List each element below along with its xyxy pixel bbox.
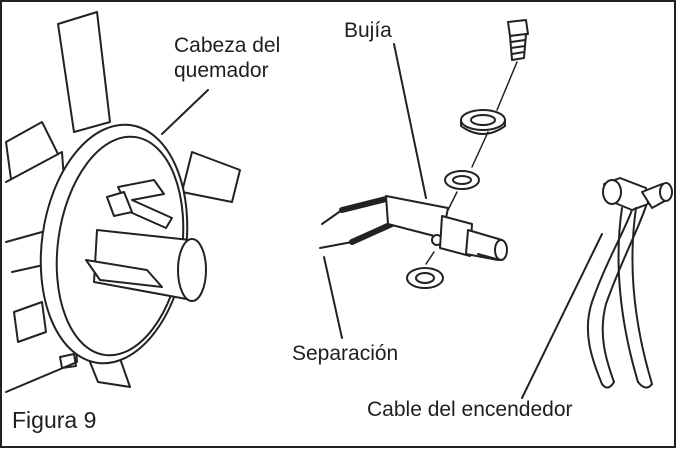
spark-plug-illustration (319, 19, 529, 339)
gap-label: Separación (292, 342, 399, 365)
leader-burner-head (161, 89, 209, 135)
burner-head-label-line2: quemador (174, 59, 269, 82)
burner-head-illustration (5, 11, 241, 393)
igniter-cable-illustration (521, 177, 673, 399)
leader-igniter-cable (521, 233, 603, 399)
burner-head-label-line1: Cabeza del (174, 34, 281, 57)
burner-head-label: Cabeza del quemador (174, 33, 314, 83)
igniter-cable-label: Cable del encendedor (367, 398, 573, 421)
leader-spark-plug (393, 43, 427, 199)
spark-plug-label: Bujía (344, 19, 392, 42)
figure-caption: Figura 9 (12, 407, 97, 433)
